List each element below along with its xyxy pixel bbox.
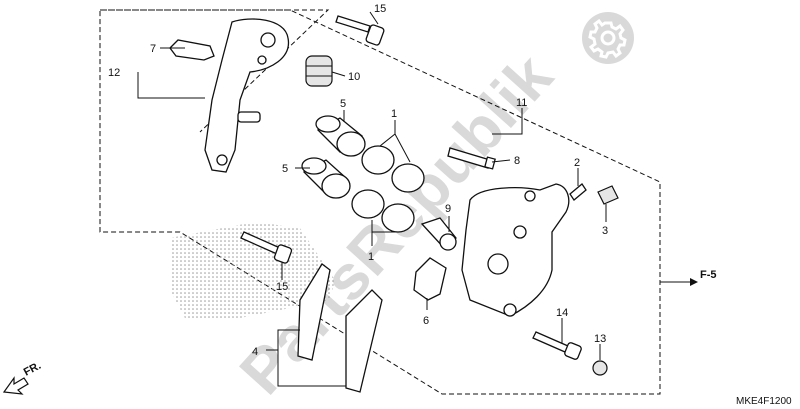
caliper-group-outline (99, 9, 330, 232)
reference-f5: F-5 (700, 269, 717, 281)
caliper-body (461, 183, 570, 317)
brake-pad-front (297, 263, 331, 361)
callout-5-upper: 5 (340, 98, 346, 110)
callout-8: 8 (514, 155, 520, 167)
bracket-bolt-upper (335, 15, 385, 46)
callout-6: 6 (423, 315, 429, 327)
callout-10: 10 (348, 71, 360, 83)
callout-7: 7 (150, 43, 156, 55)
callout-3: 3 (602, 225, 608, 237)
callout-1-lower: 1 (368, 251, 374, 263)
lock-nut (592, 360, 608, 376)
callout-5-lower: 5 (282, 163, 288, 175)
callout-11: 11 (516, 97, 527, 109)
callout-4: 4 (252, 346, 258, 358)
bleeder-valve (569, 183, 587, 201)
pad-spring (413, 257, 447, 301)
pad-shadow-area (170, 222, 335, 318)
callout-2: 2 (574, 157, 580, 169)
brake-pad-rear (345, 289, 383, 393)
bleeder-cap (597, 185, 619, 205)
piston-lower (301, 157, 351, 199)
callout-15-upper: 15 (374, 3, 386, 15)
callout-14: 14 (556, 307, 568, 319)
pad-spring-clip (169, 39, 215, 61)
slide-pin (447, 147, 496, 170)
pin-boot (420, 217, 457, 251)
bracket-assembly-outline (99, 9, 661, 395)
rubber-boot (305, 55, 333, 87)
callout-12: 12 (108, 67, 120, 79)
callout-1-upper: 1 (391, 108, 397, 120)
caliper-bracket (204, 18, 290, 173)
bracket-bolt-lower (240, 231, 293, 264)
callout-9: 9 (445, 203, 451, 215)
caliper-pin-bolt (532, 331, 582, 360)
reference-arrow-icon (690, 278, 698, 286)
gear-icon (582, 12, 634, 64)
callout-13: 13 (594, 333, 606, 345)
arrow-left-icon (2, 376, 29, 395)
leader-lines (137, 11, 690, 387)
piston-upper (315, 115, 366, 157)
callout-15-lower: 15 (276, 281, 288, 293)
direction-label: FR. (22, 360, 43, 379)
diagram-code: MKE4F1200 (736, 396, 792, 407)
piston-seals (351, 145, 425, 233)
